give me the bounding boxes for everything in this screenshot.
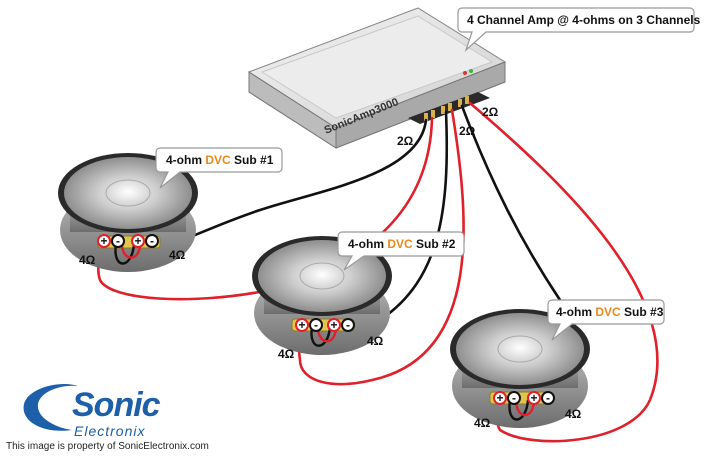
amp-callout: 4 Channel Amp @ 4-ohms on 3 Channels (457, 7, 701, 52)
amp-ch1-impedance: 2Ω (397, 134, 414, 148)
amplifier: SonicAmp3000 (247, 7, 507, 149)
amp-callout-text: 4 Channel Amp @ 4-ohms on 3 Channels (467, 13, 701, 27)
sub1-coil1-plus: + (100, 234, 107, 248)
sub2-coil2-minus: - (346, 318, 350, 332)
sub1-left-impedance: 4Ω (79, 253, 96, 267)
sub2-left-impedance: 4Ω (278, 347, 295, 361)
sub3-callout: 4-ohm DVC Sub #3 (547, 299, 665, 341)
sub2-right-impedance: 4Ω (367, 334, 384, 348)
copyright-notice: This image is property of SonicElectroni… (6, 441, 209, 452)
electronix-logo-word: Electronix (74, 423, 146, 439)
amp-ch2-impedance: 2Ω (459, 124, 476, 138)
sub1-coil2-minus: - (150, 234, 154, 248)
amp-terminal-block (408, 92, 490, 124)
sub1-coil1-minus: - (116, 234, 120, 248)
sub3-left-impedance: 4Ω (474, 416, 491, 430)
amp-ch3-impedance: 2Ω (482, 105, 499, 119)
sub1-coil2-plus: + (134, 234, 141, 248)
sub1-callout-text: 4-ohm DVC Sub #1 (166, 153, 274, 167)
sub1-callout: 4-ohm DVC Sub #1 (155, 147, 283, 189)
sonic-logo-swoosh-icon (23, 384, 78, 431)
sub2-callout-text: 4-ohm DVC Sub #2 (348, 237, 456, 251)
sub3-right-impedance: 4Ω (565, 407, 582, 421)
sub3-coil1-plus: + (496, 391, 503, 405)
sub3-terminals: + - + - (493, 391, 555, 405)
sub2-coil2-plus: + (330, 318, 337, 332)
sub3-coil2-plus: + (530, 391, 537, 405)
power-led-icon (463, 71, 467, 75)
sub1-right-impedance: 4Ω (169, 248, 186, 262)
sonic-logo-word: Sonic (72, 386, 161, 424)
protect-led-icon (469, 69, 473, 73)
subwoofer-3 (450, 309, 590, 428)
sub1-terminals: + - + - (97, 234, 159, 248)
sub3-coil2-minus: - (546, 391, 550, 405)
sub3-coil1-minus: - (512, 391, 516, 405)
sub2-coil1-minus: - (314, 318, 318, 332)
sub3-callout-text: 4-ohm DVC Sub #3 (556, 305, 664, 319)
sub2-callout: 4-ohm DVC Sub #2 (337, 231, 465, 271)
sub2-terminals: + - + - (295, 318, 355, 332)
subwoofer-1 (58, 153, 198, 272)
sub2-coil1-plus: + (298, 318, 305, 332)
